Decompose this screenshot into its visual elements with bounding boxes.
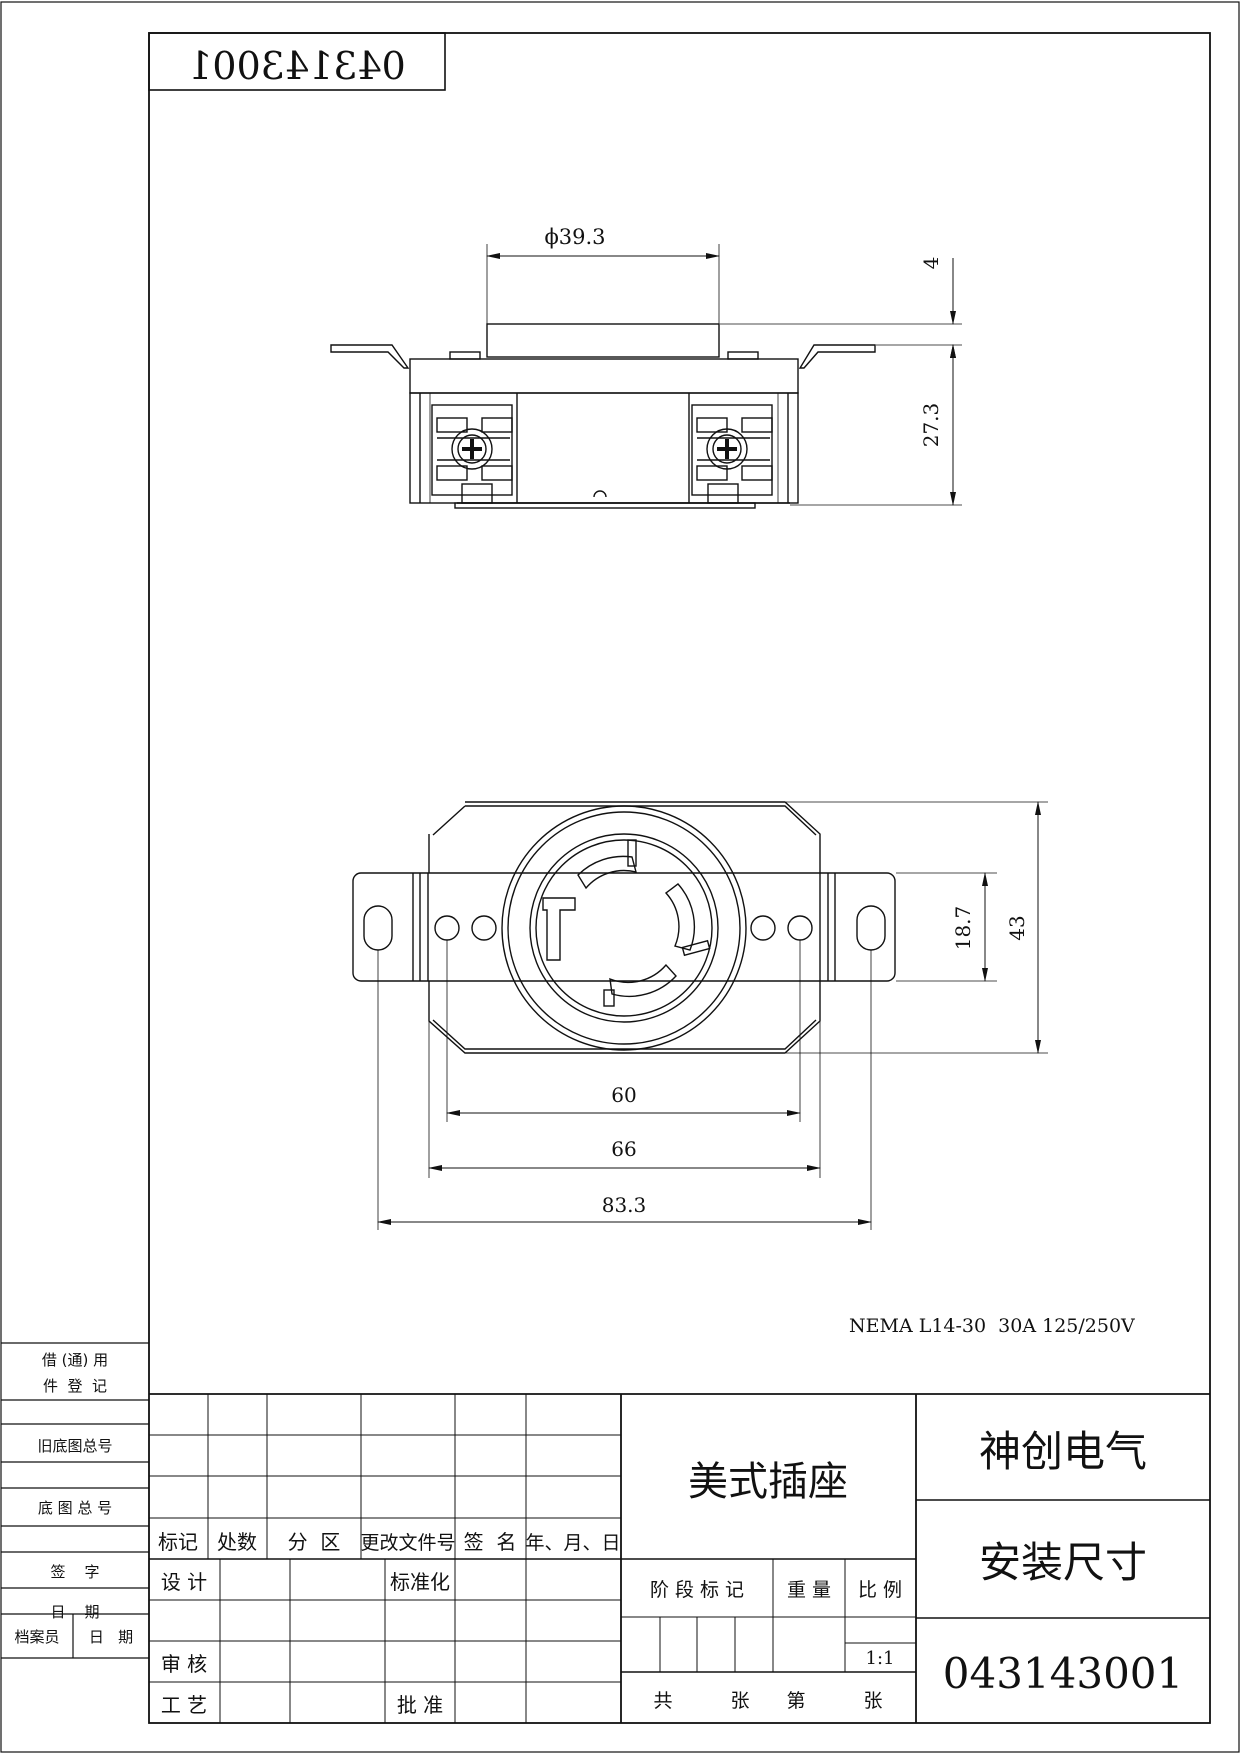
- label-standard: 标准化: [390, 1570, 450, 1594]
- label-craft: 工 艺: [161, 1693, 207, 1717]
- label-scale: 比 例: [858, 1579, 902, 1601]
- doc-title: 安装尺寸: [979, 1538, 1147, 1587]
- side-date: 日 期: [50, 1603, 99, 1621]
- side-old-base: 旧底图总号: [37, 1437, 112, 1455]
- side-base: 底 图 总 号: [38, 1499, 112, 1517]
- dim-18-7: 18.7: [951, 906, 975, 951]
- scale-value: 1:1: [866, 1648, 895, 1669]
- h-count: 处数: [217, 1530, 257, 1554]
- dim-43: 43: [1005, 915, 1029, 940]
- side-archivist-date: 日 期: [89, 1628, 133, 1646]
- side-archivist: 档案员: [14, 1628, 59, 1646]
- side-sign: 签 字: [50, 1563, 99, 1581]
- label-review: 审 核: [161, 1652, 207, 1676]
- front-view-dimensions: [377, 801, 1048, 1230]
- dim-66: 66: [611, 1137, 636, 1161]
- h-doc: 更改文件号: [360, 1532, 455, 1554]
- label-stage: 阶 段 标 记: [650, 1579, 744, 1601]
- side-borrow-2: 件 登 记: [43, 1377, 107, 1395]
- title-block-grid: [149, 1393, 1210, 1723]
- label-weight: 重 量: [787, 1579, 831, 1601]
- h-zone: 分 区: [288, 1530, 341, 1554]
- product-name: 美式插座: [688, 1459, 848, 1505]
- label-design: 设 计: [161, 1570, 207, 1594]
- drawing-frame: [148, 32, 1211, 1724]
- side-view: [330, 244, 876, 509]
- side-borrow-1: 借 (通) 用: [42, 1351, 108, 1369]
- company-name: 神创电气: [979, 1427, 1147, 1476]
- h-sign: 签 名: [464, 1530, 517, 1554]
- h-date: 年、月、日: [525, 1532, 620, 1554]
- front-view: [352, 801, 896, 1054]
- mirrored-number: 043143001: [188, 44, 406, 88]
- spec-text: NEMA L14-30 30A 125/250V: [849, 1315, 1135, 1337]
- h-mark: 标记: [158, 1530, 198, 1554]
- label-gong: 共: [653, 1690, 672, 1712]
- dim-60: 60: [611, 1083, 636, 1107]
- dim-83-3: 83.3: [602, 1193, 647, 1217]
- label-approve: 批 准: [397, 1693, 443, 1717]
- dim-4: 4: [919, 257, 943, 270]
- drawing-number: 043143001: [943, 1649, 1184, 1698]
- label-zhang-1: 张: [730, 1690, 749, 1712]
- label-di: 第: [786, 1690, 805, 1712]
- side-registration-block: [1, 1342, 149, 1659]
- mirrored-number-box: 043143001: [148, 32, 446, 91]
- label-zhang-2: 张: [863, 1690, 882, 1712]
- dim-27-3: 27.3: [919, 403, 943, 448]
- dim-diameter: ϕ39.3: [544, 225, 605, 249]
- side-view-dimensions: [486, 253, 962, 506]
